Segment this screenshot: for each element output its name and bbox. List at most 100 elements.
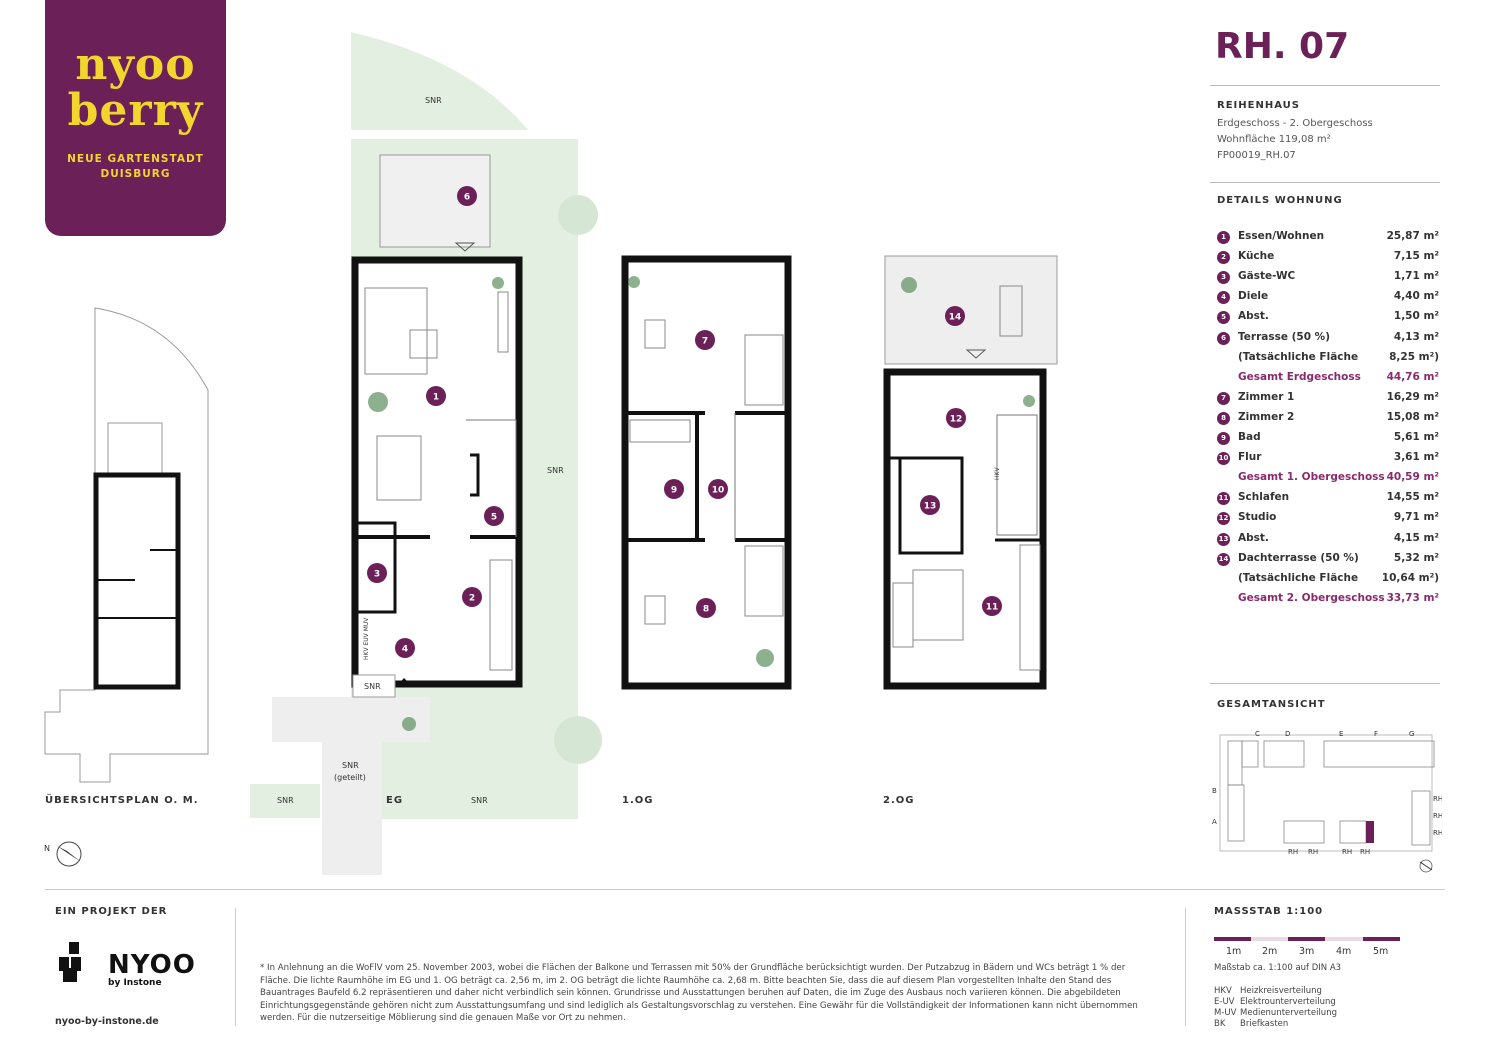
snr-shared-label: (geteilt)	[334, 773, 366, 782]
room-number-marker: 2	[462, 587, 482, 607]
room-name: Zimmer 1	[1238, 390, 1295, 403]
room-name: Dachterrasse (50 %)	[1238, 551, 1359, 564]
divider	[1210, 182, 1440, 183]
legend-abbr: HKV	[1214, 986, 1232, 996]
svg-text:2: 2	[469, 594, 475, 604]
svg-text:14: 14	[949, 313, 962, 323]
footer-divider	[45, 889, 1445, 890]
unit-type: REIHENHAUS	[1217, 100, 1300, 111]
legend-item: E-UV Elektrounterverteilung	[1214, 997, 1336, 1007]
legend-text: Elektrounterverteilung	[1240, 997, 1336, 1007]
svg-text:11: 11	[986, 603, 999, 613]
meters-label: HKV EUV MUV	[363, 617, 370, 660]
room-name: Schlafen	[1238, 491, 1290, 504]
room-number-badge: 5	[1217, 311, 1230, 325]
svg-text:9: 9	[671, 486, 677, 496]
room-number-marker: 11	[982, 596, 1002, 616]
overview-rh-label: RH	[1308, 848, 1318, 856]
room-area: 5,61 m²	[1393, 431, 1439, 443]
snr-label: SNR	[277, 796, 294, 805]
room-number-badge: 8	[1217, 411, 1230, 425]
room-name: Gesamt 2. Obergeschoss	[1238, 591, 1385, 604]
room-area: 14,55 m²	[1386, 491, 1439, 504]
room-area: 4,15 m²	[1393, 531, 1439, 544]
overview-row-b: B	[1212, 787, 1217, 795]
og2-label: 2.OG	[883, 795, 915, 806]
svg-text:13: 13	[924, 502, 937, 512]
room-number-badge: 2	[1217, 251, 1230, 265]
logo-subtitle-2: DUISBURG	[100, 168, 171, 180]
room-number-badge: 7	[1217, 391, 1230, 405]
room-area: 16,29 m²	[1386, 390, 1439, 403]
legend-text: Briefkasten	[1240, 1019, 1289, 1029]
website-link[interactable]: nyoo-by-instone.de	[55, 1016, 159, 1027]
room-row: 11 Schlafen 14,55 m²	[1217, 491, 1439, 511]
scale-mark: 4m	[1336, 946, 1352, 957]
room-number-marker: 10	[708, 479, 728, 499]
room-area: 1,50 m²	[1393, 310, 1439, 323]
room-number-marker: 9	[664, 479, 684, 499]
legend-abbr: M-UV	[1214, 1008, 1237, 1018]
room-number-badge: 1	[1217, 231, 1230, 244]
project-heading: EIN PROJEKT DER	[55, 906, 168, 917]
overview-heading: GESAMTANSICHT	[1217, 699, 1326, 710]
overview-col-d: D	[1285, 730, 1290, 738]
room-area: 10,64 m²)	[1381, 571, 1439, 584]
room-name: Zimmer 2	[1238, 410, 1295, 423]
room-name: Essen/Wohnen	[1238, 230, 1325, 242]
room-number-marker: 7	[695, 330, 715, 350]
room-number-badge: 11	[1217, 492, 1230, 506]
room-number-marker: 1	[426, 386, 446, 406]
room-name: Terrasse (50 %)	[1238, 330, 1330, 343]
plant-icon	[368, 276, 1035, 731]
brand-logo: nyoo berry NEUE GARTENSTADT DUISBURG	[45, 0, 226, 236]
room-number-marker: 13	[920, 495, 940, 515]
room-area: 8,25 m²)	[1389, 350, 1439, 363]
svg-text:4: 4	[402, 645, 408, 655]
svg-text:6: 6	[464, 193, 470, 203]
overview-rh-label: RH	[1342, 848, 1352, 856]
overview-col-f: F	[1374, 730, 1378, 738]
room-number-marker: 6	[457, 186, 477, 206]
svg-text:8: 8	[703, 605, 709, 615]
legend-text: Heizkreisverteilung	[1240, 986, 1322, 996]
room-name: (Tatsächliche Fläche	[1238, 571, 1359, 584]
room-area: 5,32 m²	[1393, 551, 1439, 564]
og2-floor-plan: HKV	[883, 255, 1058, 690]
legend-abbr: E-UV	[1214, 997, 1235, 1007]
room-number-badge: 4	[1217, 291, 1230, 305]
overview-rh-label: RH	[1433, 795, 1442, 803]
footer-divider	[235, 908, 236, 1026]
room-name: Küche	[1238, 250, 1275, 263]
room-number-marker: 5	[484, 506, 504, 526]
room-area: 40,59 m²	[1386, 471, 1439, 484]
snr-label: SNR	[425, 96, 442, 105]
room-number-badge: 6	[1217, 331, 1230, 345]
room-area: 9,71 m²	[1393, 511, 1439, 524]
room-name: Gesamt 1. Obergeschoss	[1238, 471, 1385, 484]
north-label: N	[44, 844, 50, 853]
eg-label: EG	[386, 795, 404, 806]
nyoo-brand-sub: by Instone	[108, 978, 162, 988]
overview-col-g: G	[1409, 730, 1414, 738]
site-plan-small	[44, 307, 209, 783]
scale-mark: 2m	[1262, 946, 1278, 957]
room-name: Studio	[1238, 511, 1277, 524]
room-area: 33,73 m²	[1386, 591, 1439, 604]
snr-label: SNR	[471, 796, 488, 805]
unit-code: FP00019_RH.07	[1217, 150, 1296, 161]
room-number-badge: 3	[1217, 271, 1230, 285]
scale-note: Maßstab ca. 1:100 auf DIN A3	[1214, 963, 1342, 973]
overview-col-e: E	[1339, 730, 1343, 738]
overview-row-a: A	[1212, 818, 1217, 826]
scale-mark: 5m	[1373, 946, 1389, 957]
room-name: Flur	[1238, 451, 1262, 464]
